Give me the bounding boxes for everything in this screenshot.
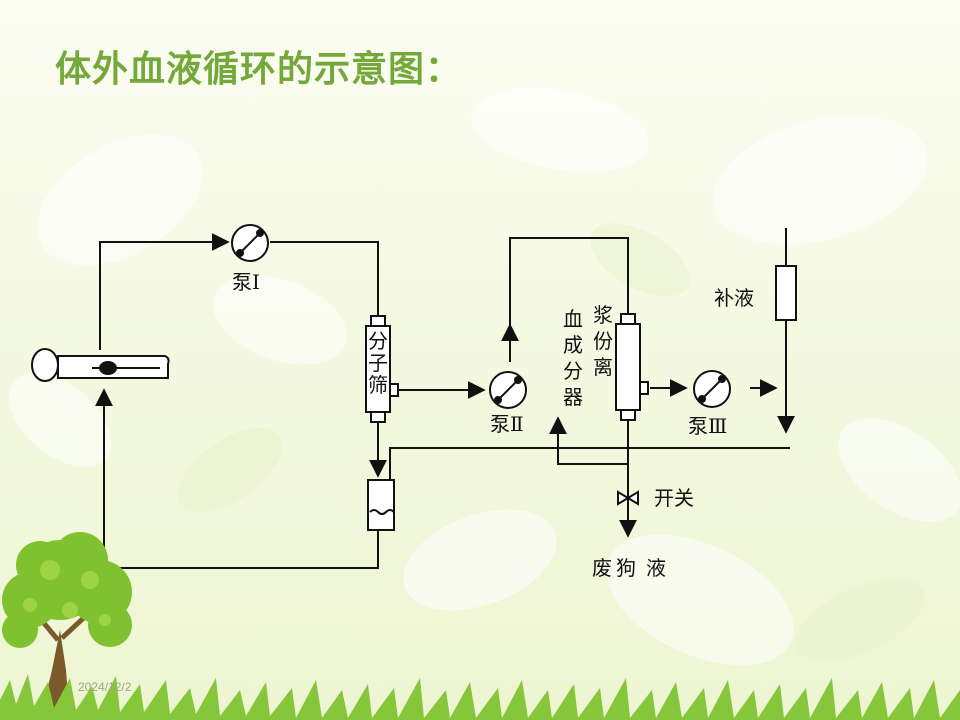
pump1-label: 泵Ⅰ: [232, 270, 260, 294]
sieve-label: 分 子 筛: [367, 330, 389, 396]
slide-date: 2024/12/2: [78, 680, 132, 694]
replenish-label: 补液: [714, 286, 754, 310]
separator-label-right: 浆 份 离: [592, 302, 614, 380]
plasma-separator-column: [615, 313, 649, 421]
replenish-container: [775, 265, 797, 321]
pump1-icon: [231, 224, 269, 262]
molecular-sieve-column: [365, 315, 399, 423]
sieve-label-char: 子: [368, 351, 388, 375]
separator-label-char: 成: [563, 333, 583, 357]
waste-label-1: 废: [592, 556, 612, 580]
pump3-label: 泵Ⅲ: [688, 414, 728, 438]
valve-label: 开关: [654, 486, 694, 510]
separator-label-char: 浆: [593, 303, 613, 327]
page-title: 体外血液循环的示意图：: [55, 49, 463, 90]
sieve-label-char: 分: [368, 329, 388, 353]
pump2-label: 泵Ⅱ: [490, 412, 524, 436]
sieve-label-char: 筛: [368, 373, 388, 397]
separator-label-char: 分: [563, 359, 583, 383]
separator-label-char: 血: [563, 307, 583, 331]
grass-decoration: [0, 674, 960, 720]
separator-label-char: 器: [563, 385, 583, 409]
drip-chamber: [367, 479, 395, 531]
flow-line-return: [389, 447, 790, 482]
waste-label-2: 狗: [616, 556, 636, 580]
flow-line-pump1-to-sieve: [270, 241, 379, 318]
valve-icon: [617, 490, 639, 506]
tree-decoration: [2, 532, 132, 720]
pump2-icon: [489, 371, 527, 409]
flow-line-patient-to-pump1: [99, 233, 230, 350]
separator-label-char: 份: [593, 329, 613, 353]
patient-figure: [31, 348, 170, 382]
separator-label-left: 血 成 分 器: [562, 306, 584, 410]
flow-line-chamber-to-patient: [95, 388, 379, 569]
pump3-icon: [693, 370, 731, 408]
waste-label-3: 液: [646, 556, 666, 580]
separator-label-char: 离: [593, 355, 613, 379]
